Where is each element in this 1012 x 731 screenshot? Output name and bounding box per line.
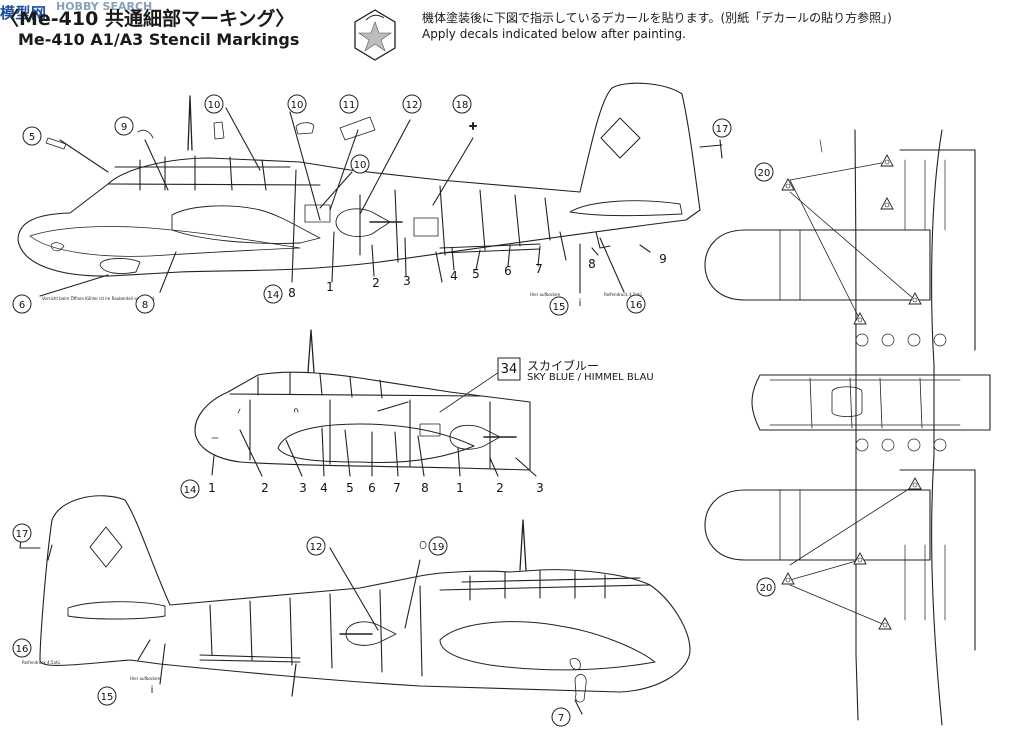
callout-14: 14: [267, 290, 280, 301]
color-callout-name-en: SKY BLUE / HIMMEL BLAU: [527, 372, 654, 383]
callout-12: 12: [310, 542, 323, 553]
svg-text:i: i: [151, 685, 154, 696]
svg-text:1: 1: [456, 481, 464, 495]
svg-text:Hier aufbocken: Hier aufbocken: [130, 676, 161, 681]
decal-badge-icon: [354, 9, 396, 61]
callout-20: 20: [758, 168, 771, 179]
svg-text:7: 7: [535, 262, 543, 276]
callout-10: 10: [354, 160, 367, 171]
svg-text:5: 5: [346, 481, 354, 495]
svg-text:8: 8: [288, 286, 296, 300]
svg-text:8: 8: [588, 257, 596, 271]
callout-17: 17: [16, 529, 29, 540]
svg-text:4: 4: [450, 269, 458, 283]
position-numbers: 8 1 2 3 4 5 6 7 8 9 i 1 2 3 4 5 6 7 8 1 …: [151, 252, 667, 696]
watermark-site: HOBBY SEARCH: [56, 0, 153, 13]
svg-text:2: 2: [372, 276, 380, 290]
svg-text:3: 3: [299, 481, 307, 495]
svg-text:Vorsicht beim Öffnen Kühler is: Vorsicht beim Öffnen Kühler ist im Raube…: [42, 296, 155, 301]
page-subtitle: Me-410 A1/A3 Stencil Markings: [18, 30, 300, 49]
callout-7: 7: [558, 713, 564, 724]
svg-text:Hier aufbocken: Hier aufbocken: [530, 292, 561, 297]
svg-text:1: 1: [326, 280, 334, 294]
svg-text:6: 6: [504, 264, 512, 278]
callout-8: 8: [142, 300, 148, 311]
callout-6: 6: [19, 300, 25, 311]
callout-9: 9: [121, 122, 127, 133]
svg-text:2: 2: [261, 481, 269, 495]
callout-34: 34: [501, 362, 518, 377]
svg-text:3: 3: [403, 274, 411, 288]
watermark-brand: 模型网: [0, 4, 47, 22]
color-callout-name: スカイブルー: [527, 359, 600, 373]
svg-text:4: 4: [320, 481, 328, 495]
callout-5: 5: [29, 132, 35, 143]
callout-11: 11: [343, 100, 356, 111]
plan-view: [704, 129, 991, 726]
svg-text:Reifendruck 4.5atü: Reifendruck 4.5atü: [604, 292, 642, 297]
callout-15: 15: [553, 302, 566, 313]
callout-12: 12: [406, 100, 419, 111]
svg-text:7: 7: [393, 481, 401, 495]
svg-text:2: 2: [496, 481, 504, 495]
triangle-decals: [781, 154, 922, 630]
callout-15: 15: [101, 692, 114, 703]
svg-text:Reifendruck 4.5atü: Reifendruck 4.5atü: [22, 660, 60, 665]
callout-circles: [12, 94, 776, 727]
stencil-marks: Vorsicht beim Öffnen Kühler ist im Raube…: [22, 292, 642, 681]
callout-14: 14: [184, 485, 197, 496]
svg-text:5: 5: [472, 267, 480, 281]
svg-text:8: 8: [421, 481, 429, 495]
callout-19: 19: [432, 542, 445, 553]
callout-10: 10: [208, 100, 221, 111]
instruction-en: Apply decals indicated below after paint…: [422, 27, 686, 41]
callout-10: 10: [291, 100, 304, 111]
svg-text:3: 3: [536, 481, 544, 495]
side-view-bottom: [19, 495, 691, 715]
callout-16: 16: [630, 300, 643, 311]
instruction-jp: 機体塗装後に下図で指示しているデカールを貼ります。(別紙「デカールの貼り方参照」…: [422, 11, 892, 25]
svg-text:i: i: [579, 298, 582, 309]
callout-18: 18: [456, 100, 469, 111]
svg-text:9: 9: [659, 252, 667, 266]
callout-17: 17: [716, 124, 729, 135]
side-view-middle: [194, 329, 537, 477]
page-title: 〈Me-410 共通細部マーキング〉: [0, 8, 295, 30]
svg-text:6: 6: [368, 481, 376, 495]
callout-16: 16: [16, 644, 29, 655]
callout-labels: 5 9 10 10 11 12 18 10 17 20 6 8 14 15 16…: [16, 100, 773, 724]
svg-text:1: 1: [208, 481, 216, 495]
side-view-top: [17, 82, 723, 297]
callout-20: 20: [760, 583, 773, 594]
